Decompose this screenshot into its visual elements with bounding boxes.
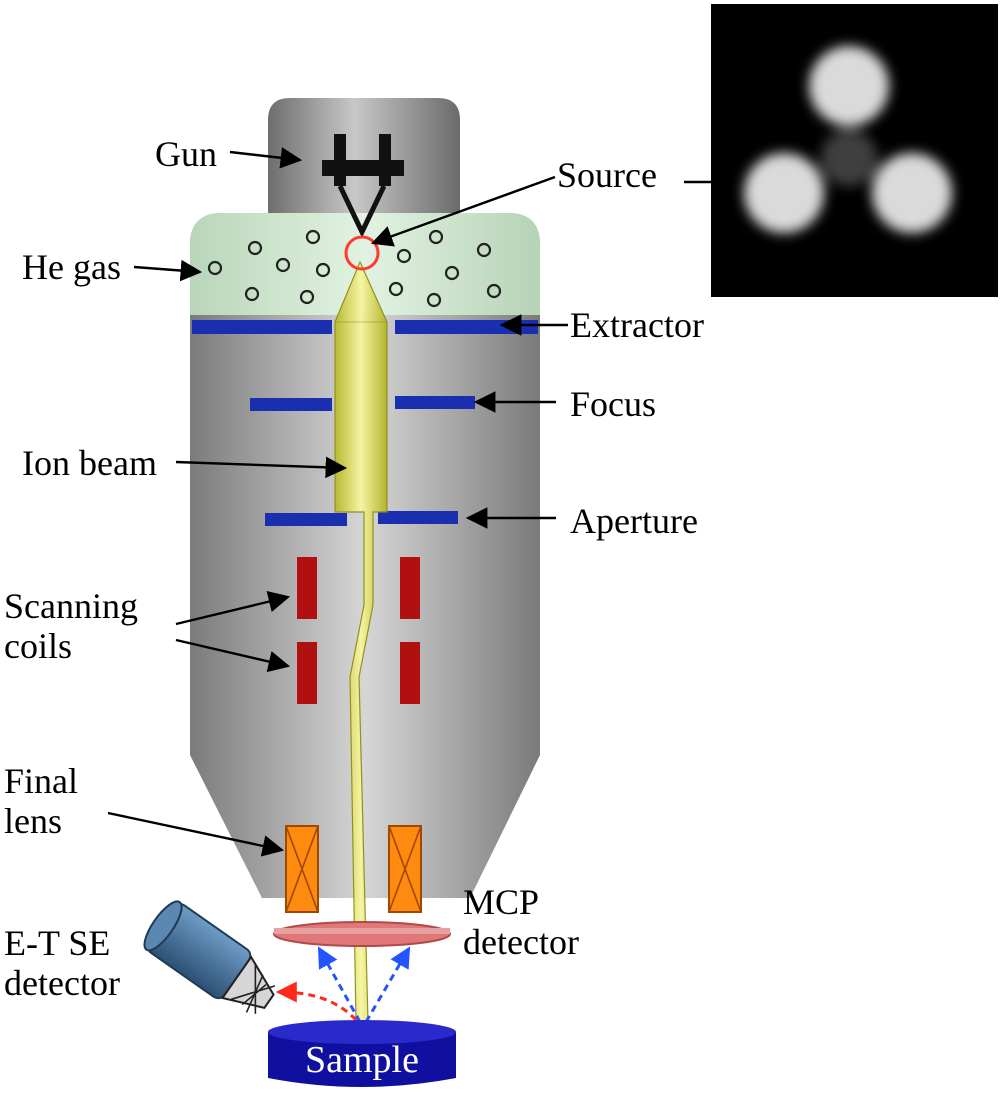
source-tip: [322, 134, 404, 271]
scanning-coils-label-line2: coils: [4, 626, 72, 666]
he-gas-atoms: [207, 229, 502, 308]
et-detector-label-line1: E-T SE: [4, 923, 110, 963]
aperture-label: Aperture: [570, 501, 698, 541]
scanning-coils-label-line1: Scanning: [4, 586, 138, 626]
et-detector-label-line2: detector: [4, 963, 120, 1003]
annotation-arrows: [107, 147, 711, 857]
source-trimer-image: [711, 4, 998, 297]
scanning-coils: [297, 557, 420, 704]
he-gas-label: He gas: [22, 247, 121, 287]
mcp-detector: [273, 921, 451, 947]
sample-label: Sample: [305, 1039, 419, 1081]
ion-beam-label: Ion beam: [22, 443, 157, 483]
final-lens-label-line1: Final: [4, 761, 78, 801]
focus-label: Focus: [570, 384, 656, 424]
sample-stage: [268, 1020, 456, 1087]
extractor-label: Extractor: [570, 305, 704, 345]
final-lens: [285, 825, 422, 913]
final-lens-label-line2: lens: [4, 801, 62, 841]
gun-label: Gun: [155, 134, 217, 174]
focus-electrode: [250, 396, 475, 411]
et-se-detector: [143, 900, 276, 1014]
mcp-label-line2: detector: [463, 922, 579, 962]
source-label: Source: [557, 155, 657, 195]
secondary-electron-paths: [275, 946, 411, 1023]
mcp-label-line1: MCP: [463, 882, 539, 922]
gun-housing: [268, 98, 460, 215]
aperture-plate: [265, 511, 458, 526]
he-gas-chamber: [190, 213, 540, 315]
